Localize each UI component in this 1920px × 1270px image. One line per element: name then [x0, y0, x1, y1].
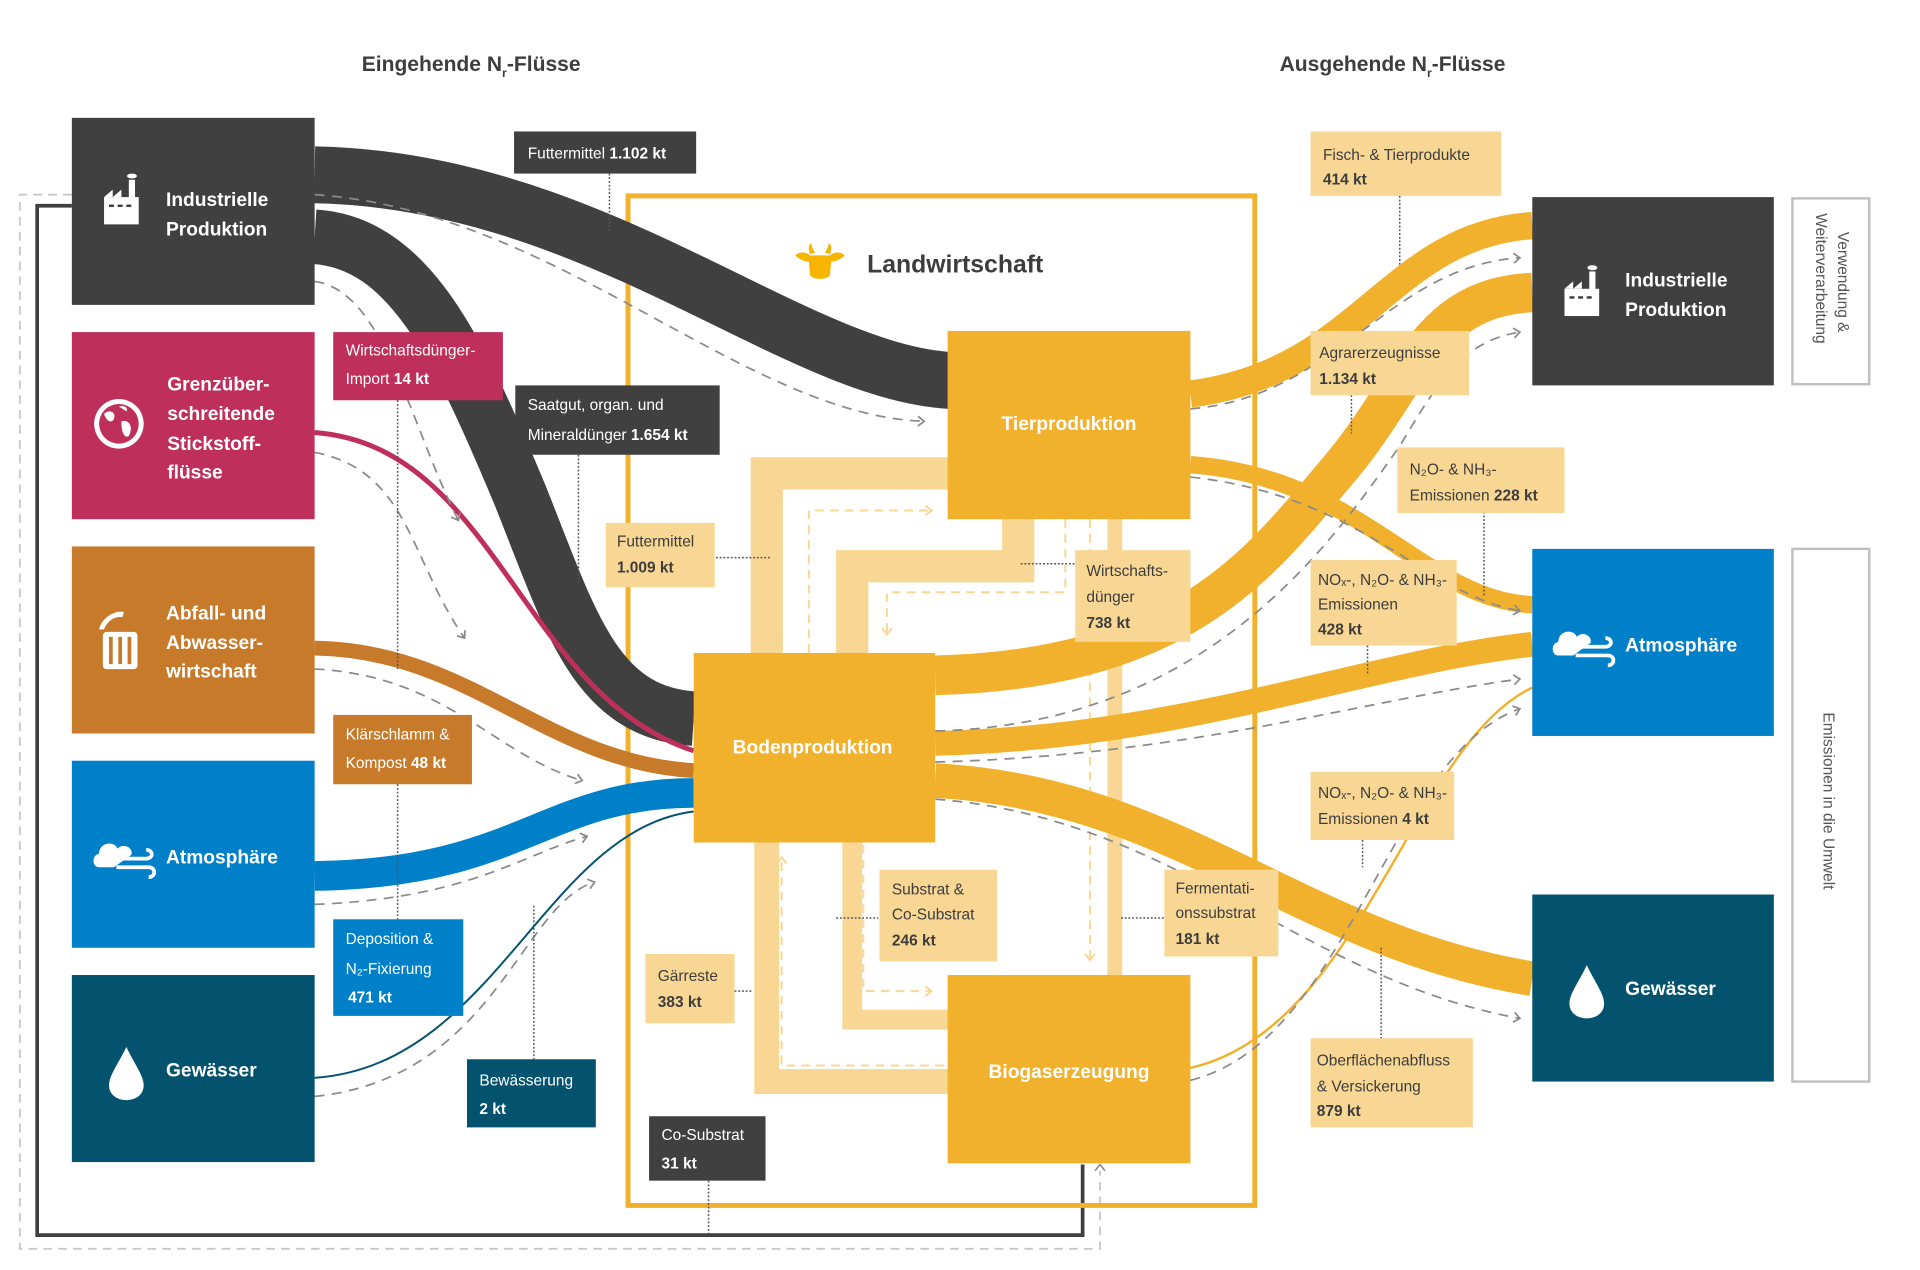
landwirtschaft-title: Landwirtschaft — [867, 252, 1043, 279]
futtermittel-internal-band — [750, 457, 951, 653]
cloud-wind-icon — [93, 843, 157, 880]
label-klaerschlamm-kompost: Klärschlamm &Kompost 48 kt — [333, 714, 472, 785]
klaerschlamm-band — [314, 640, 695, 779]
svg-text:Emissionen in die Umwelt: Emissionen in die Umwelt — [1819, 712, 1836, 890]
target-label: Gewässer — [1625, 979, 1716, 1000]
node-tierproduktion[interactable]: Tierproduktion — [947, 330, 1191, 520]
label-wirtschaftsduenger-import: Wirtschaftsdünger-Import 14 kt — [333, 332, 503, 401]
emissionen-biogas-band — [1190, 686, 1533, 1070]
node-label: Bodenproduktion — [733, 737, 893, 758]
cow-icon — [795, 242, 845, 279]
wirtschaftsduenger-band — [836, 519, 1035, 653]
bewaesserung-band — [314, 810, 694, 1079]
svg-text:Wirtschaftsdünger-Import 14 kt: Wirtschaftsdünger-Import 14 kt — [346, 343, 476, 388]
node-label: Biogaserzeugung — [989, 1062, 1150, 1083]
futtermittel-import-band — [314, 146, 953, 409]
agrarerzeugnisse-band — [934, 272, 1534, 696]
water-drop-icon — [1569, 965, 1605, 1019]
node-biogaserzeugung[interactable]: Biogaserzeugung — [947, 975, 1191, 1164]
svg-text:Weiterverarbeitung: Weiterverarbeitung — [1812, 213, 1829, 343]
node-label: Tierproduktion — [1001, 414, 1136, 435]
svg-text:Futtermittel 1.102 kt: Futtermittel 1.102 kt — [528, 146, 666, 163]
svg-text:Klärschlamm &Kompost 48 kt: Klärschlamm &Kompost 48 kt — [346, 727, 451, 772]
source-atmosphaere[interactable]: Atmosphäre — [71, 760, 315, 948]
svg-text:Verwendung &: Verwendung & — [1834, 232, 1851, 333]
emissionen-tier-band — [1189, 456, 1533, 614]
svg-text:N₂O- & NH₃-Emissionen 228 kt: N₂O- & NH₃-Emissionen 228 kt — [1410, 462, 1538, 505]
co-substrat-loop-line — [35, 203, 1085, 1238]
emissionen-boden-band — [934, 631, 1534, 756]
wirtschaftsduenger-import-band — [314, 430, 695, 754]
cloud-wind-icon — [1552, 631, 1616, 668]
target-gewaesser[interactable]: Gewässer — [1532, 894, 1774, 1082]
target-atmosphaere[interactable]: Atmosphäre — [1532, 548, 1774, 736]
target-label: Atmosphäre — [1625, 636, 1737, 657]
saatgut-duenger-band — [311, 209, 697, 746]
incoming-flows-title: Eingehende Nr-Flüsse — [362, 53, 581, 80]
substrat-band — [842, 842, 951, 1030]
source-label: Gewässer — [166, 1061, 257, 1082]
gaerreste-band — [754, 842, 951, 1094]
source-gewaesser[interactable]: Gewässer — [71, 975, 315, 1163]
fisch-tierprodukte-band — [1188, 212, 1534, 408]
source-label: Atmosphäre — [166, 848, 278, 869]
leader-lines — [396, 173, 1485, 1236]
category-emissionen: Emissionen in die Umwelt — [1791, 547, 1871, 1083]
trash-bin-icon — [99, 611, 138, 670]
label-emissionen-tier: N₂O- & NH₃-Emissionen 228 kt — [1397, 447, 1565, 513]
recycling-dashed-loop — [18, 193, 1101, 1250]
outgoing-flows-title: Ausgehende Nr-Flüsse — [1280, 53, 1506, 80]
svg-text:NOₓ-, N₂O- & NH₃-Emissionen 4: NOₓ-, N₂O- & NH₃-Emissionen 4 kt — [1318, 785, 1447, 828]
label-emissionen-biogas: NOₓ-, N₂O- & NH₃-Emissionen 4 kt — [1310, 771, 1455, 841]
node-bodenproduktion[interactable]: Bodenproduktion — [693, 652, 936, 843]
loop-arrow-icon — [1094, 1163, 1106, 1172]
water-drop-icon — [109, 1046, 144, 1101]
label-futtermittel-import: Futtermittel 1.102 kt — [514, 131, 697, 174]
factory-icon — [1564, 265, 1600, 317]
incoming-flow-bands — [311, 146, 953, 1079]
category-verwendung: Verwendung & Weiterverarbeitung — [1791, 197, 1871, 386]
deposition-band — [314, 778, 694, 891]
globe-icon — [94, 399, 144, 449]
factory-icon — [104, 173, 139, 225]
